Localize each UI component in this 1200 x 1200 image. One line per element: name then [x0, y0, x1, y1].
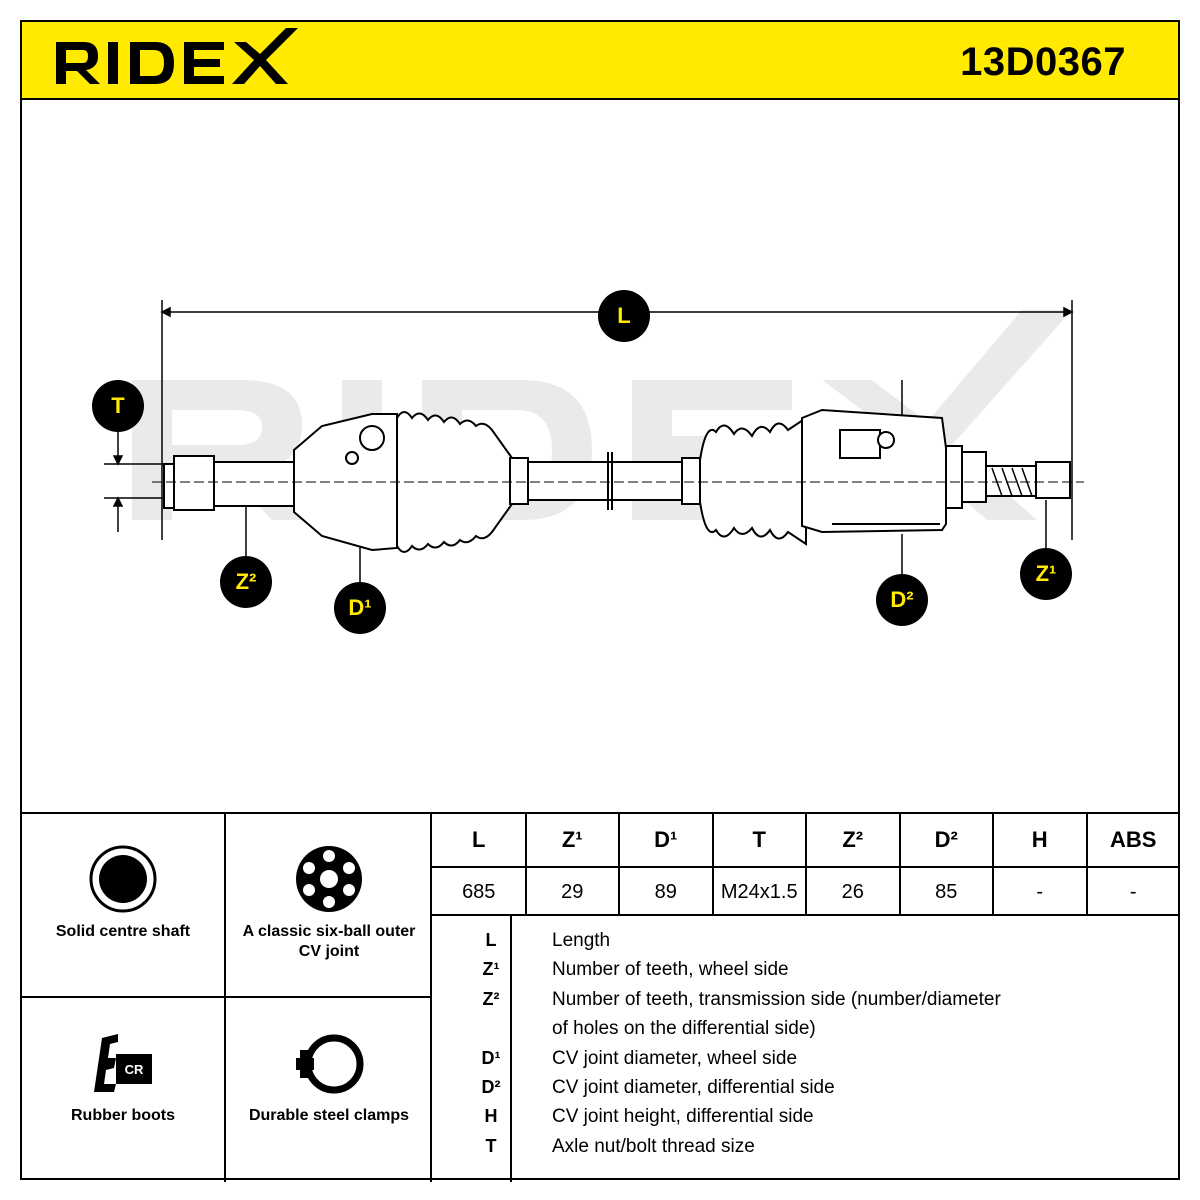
- legend-key: H: [484, 1106, 498, 1127]
- spec-column-divider: [1085, 814, 1088, 914]
- six-ball-joint-icon: [296, 846, 362, 912]
- spec-header: H: [1031, 827, 1048, 852]
- legend-description: Number of teeth, wheel side: [552, 959, 789, 981]
- drive-shaft-drawing: L T Z² D¹ D² Z¹: [22, 100, 1178, 812]
- rubber-boot-cr-icon: CR: [94, 1034, 152, 1092]
- spec-value: M24x1.5: [720, 881, 798, 903]
- feature-rubber-boots: CR Rubber boots: [20, 998, 226, 1182]
- spec-value: 85: [935, 881, 958, 903]
- legend-description: of holes on the differential side): [552, 1018, 816, 1040]
- spec-column-divider: [618, 814, 620, 914]
- spec-value: -: [1036, 881, 1044, 903]
- legend-key: L: [485, 930, 497, 950]
- legend-description: Length: [552, 930, 611, 951]
- legend-divider: [510, 914, 512, 1182]
- legend-description: Number of teeth, transmission side (numb…: [552, 988, 1001, 1010]
- drive-shaft-svg: [104, 300, 1084, 596]
- badge-t: T: [92, 380, 144, 432]
- feature-six-ball-joint: A classic six-ball outer CV joint: [226, 814, 432, 998]
- spec-column-divider: [992, 814, 994, 914]
- spec-column-divider: [898, 814, 901, 914]
- legend-description: CV joint diameter, differential side: [552, 1077, 835, 1098]
- legend-key: Z²: [482, 988, 500, 1009]
- feature-divider-h: [20, 996, 432, 998]
- spec-header: L: [472, 827, 486, 852]
- spec-value: 26: [841, 881, 864, 903]
- legend-description: Axle nut/bolt thread size: [552, 1135, 755, 1157]
- ridex-logo: [56, 28, 298, 84]
- feature-label: Durable steel clamps: [248, 1107, 410, 1124]
- feature-steel-clamps: Durable steel clamps: [226, 998, 432, 1182]
- spec-value: 89: [654, 881, 677, 903]
- badge-l: L: [598, 290, 650, 342]
- steel-clamp-icon: [296, 1034, 364, 1094]
- legend-description: CV joint height, differential side: [552, 1106, 814, 1128]
- legend-key: T: [485, 1135, 497, 1156]
- badge-d2: D²: [876, 574, 928, 626]
- length-dimension: [160, 300, 1074, 540]
- legend-description: CV joint diameter, wheel side: [552, 1047, 798, 1069]
- feature-label: Solid centre shaft: [55, 923, 191, 940]
- badge-z1: Z¹: [1020, 548, 1072, 600]
- thread-dimension: [104, 430, 172, 532]
- spec-column-divider: [524, 814, 527, 914]
- header-bar: 13D0367: [20, 20, 1180, 100]
- spec-header: ABS: [1110, 827, 1157, 852]
- legend-key: D¹: [481, 1047, 501, 1068]
- spec-header: Z²: [842, 827, 864, 852]
- feature-divider-v: [224, 814, 226, 1182]
- spec-header: Z¹: [561, 827, 583, 852]
- feature-solid-shaft: Solid centre shaft: [20, 814, 226, 998]
- badge-d1: D¹: [334, 582, 386, 634]
- solid-shaft-icon: [89, 845, 157, 913]
- spec-column-divider: [711, 814, 714, 914]
- leader-lines: [245, 380, 1047, 596]
- spec-value: 685: [462, 881, 496, 903]
- spec-value: 29: [561, 881, 584, 903]
- legend-key: Z¹: [482, 959, 500, 980]
- cr-icon-text: CR: [125, 1062, 144, 1077]
- feature-spec-divider: [430, 814, 432, 1182]
- spec-values-divider: [430, 914, 1180, 916]
- spec-header: D²: [934, 827, 958, 852]
- feature-label: Rubber boots: [71, 1107, 175, 1124]
- badge-z2: Z²: [220, 556, 272, 608]
- spec-header: D¹: [654, 827, 678, 852]
- shaft-assembly: [163, 408, 1071, 553]
- part-number: 13D0367: [960, 40, 1126, 84]
- spec-value: -: [1129, 881, 1137, 903]
- spec-panel: Solid centre shaft A classic six-ball ou…: [20, 812, 1180, 1182]
- feature-label: A classic six-ball outer CV joint: [242, 923, 416, 960]
- spec-column-divider: [805, 814, 807, 914]
- legend-key: D²: [481, 1077, 501, 1097]
- spec-header: T: [752, 827, 766, 852]
